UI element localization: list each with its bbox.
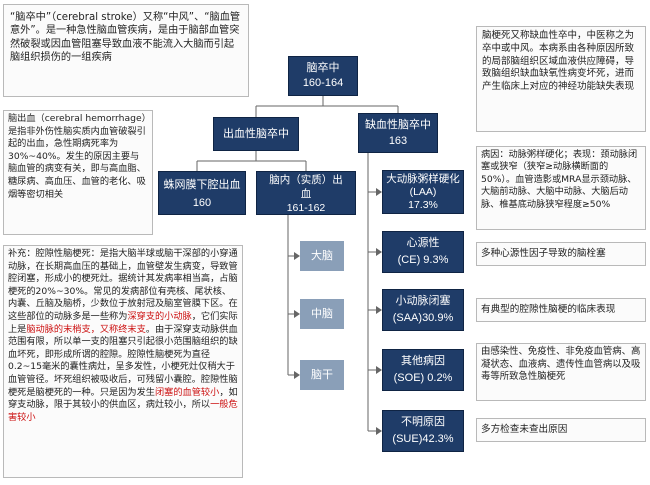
- node-stroke-title: 脑卒中: [306, 62, 340, 74]
- leaf-midbrain: 中脑: [300, 299, 344, 329]
- node-sue-title: 不明原因: [401, 416, 445, 428]
- node-soe-title: 其他病因: [401, 355, 445, 367]
- lacunar-infarct-text: 补充：腔隙性脑梗死：是指大脑半球或脑干深部的小穿通动脉，在长期高血压的基础上，血…: [8, 248, 238, 423]
- ce-cause-note: 多种心源性因子导致的脑栓塞: [476, 242, 646, 266]
- node-laa-pct: 17.3%: [408, 199, 438, 211]
- node-laa-title: 大动脉粥样硬化: [386, 173, 460, 185]
- node-subarachnoid-code: 160: [192, 197, 212, 209]
- stroke-definition-text: “脑卒中”（cerebral stroke）又称“中风”、“脑血管意外”。是一种…: [10, 12, 241, 64]
- sue-cause-text: 多方检查未查出原因: [481, 424, 568, 435]
- leaf-cerebrum: 大脑: [300, 241, 344, 271]
- node-saa-code: (SAA): [392, 312, 423, 324]
- sue-cause-note: 多方检查未查出原因: [476, 418, 646, 442]
- node-subarachnoid-hemorrhage: 蛛网膜下腔出血 160: [158, 171, 246, 215]
- stroke-definition-note: “脑卒中”（cerebral stroke）又称“中风”、“脑血管意外”。是一种…: [3, 4, 249, 97]
- node-ischemic-title: 缺血性脑卒中: [365, 119, 431, 131]
- node-ischemic-code: 163: [388, 135, 408, 147]
- soe-cause-note: 由感染性、免疫性、非免疫血管病、高凝状态、血液病、遗传性血管病以及吸毒等所致急性…: [476, 343, 646, 401]
- infarct-definition-note: 脑梗死又称缺血性卒中，中医称之为卒中或中风。本病系由各种原因所致的局部脑组织区域…: [476, 26, 646, 132]
- node-stroke-code: 160-164: [302, 77, 344, 89]
- node-laa-code: (LAA): [409, 186, 437, 198]
- soe-cause-text: 由感染性、免疫性、非免疫血管病、高凝状态、血液病、遗传性血管病以及吸毒等所致急性…: [481, 346, 641, 383]
- lacunar-infarct-note: 补充：腔隙性脑梗死：是指大脑半球或脑干深部的小穿通动脉，在长期高血压的基础上，血…: [3, 245, 243, 478]
- node-ce-pct: 9.3%: [423, 254, 449, 266]
- node-laa: 大动脉粥样硬化 (LAA) 17.3%: [382, 170, 464, 214]
- node-intracerebral-title: 脑内（实质）出血: [269, 174, 343, 200]
- hemorrhage-note: 脑出血（cerebral hemorrhage）是指非外伤性脑实质内血管破裂引起…: [3, 110, 153, 235]
- node-sue-code: (SUE): [392, 433, 423, 445]
- node-saa-title: 小动脉闭塞: [395, 295, 451, 307]
- node-intracerebral-code: 161-162: [286, 202, 326, 214]
- node-soe-code: (SOE): [393, 372, 425, 384]
- saa-cause-text: 有典型的腔隙性脑梗的临床表现: [481, 304, 616, 315]
- ce-cause-text: 多种心源性因子导致的脑栓塞: [481, 248, 606, 259]
- node-sue-pct: 42.3%: [422, 433, 454, 445]
- node-ce-title: 心源性: [406, 237, 440, 249]
- node-ce-code: (CE): [397, 254, 421, 266]
- node-ischemic-stroke: 缺血性脑卒中 163: [358, 113, 438, 153]
- node-intracerebral-hemorrhage: 脑内（实质）出血 161-162: [256, 171, 356, 215]
- infarct-definition-text: 脑梗死又称缺血性卒中，中医称之为卒中或中风。本病系由各种原因所致的局部脑组织区域…: [482, 30, 635, 93]
- node-soe: 其他病因 (SOE) 0.2%: [382, 349, 464, 391]
- node-soe-pct: 0.2%: [427, 372, 453, 384]
- node-hemorrhagic-title: 出血性脑卒中: [223, 128, 289, 140]
- leaf-brainstem: 脑干: [300, 360, 344, 390]
- node-stroke: 脑卒中 160-164: [288, 56, 358, 96]
- node-saa-pct: 30.9%: [422, 312, 454, 324]
- laa-cause-note: 病因：动脉粥样硬化；表现：颈动脉闭塞或狭窄（狭窄≥动脉横断面的50%）。血管造影…: [476, 146, 646, 230]
- saa-cause-note: 有典型的腔隙性脑梗的临床表现: [476, 298, 646, 322]
- hemorrhage-text: 脑出血（cerebral hemorrhage）是指非外伤性脑实质内血管破裂引起…: [8, 113, 147, 200]
- node-hemorrhagic-stroke: 出血性脑卒中: [213, 117, 299, 151]
- node-subarachnoid-title: 蛛网膜下腔出血: [163, 179, 241, 191]
- node-ce: 心源性 (CE) 9.3%: [382, 231, 464, 273]
- node-saa: 小动脉闭塞 (SAA)30.9%: [382, 289, 464, 331]
- laa-cause-text: 病因：动脉粥样硬化；表现：颈动脉闭塞或狭窄（狭窄≥动脉横断面的50%）。血管造影…: [481, 149, 638, 210]
- node-sue: 不明原因 (SUE)42.3%: [382, 410, 464, 452]
